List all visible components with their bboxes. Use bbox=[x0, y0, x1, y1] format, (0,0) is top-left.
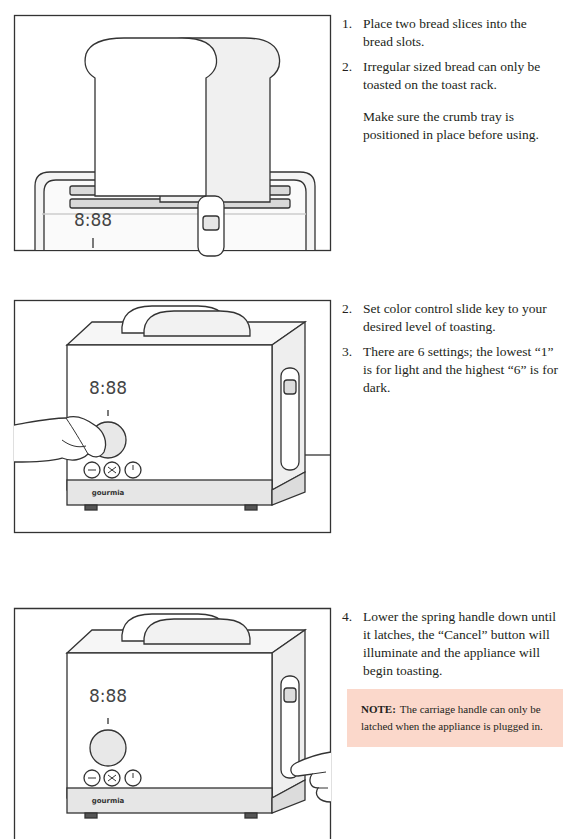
step-number: 3. bbox=[342, 343, 362, 361]
step-text: Irregular sized bread can only be toaste… bbox=[363, 58, 558, 94]
display-readout: 8:88 bbox=[78, 378, 138, 398]
hand-lines bbox=[62, 418, 88, 454]
panel-frame bbox=[15, 301, 331, 533]
step-number: 1. bbox=[342, 15, 362, 33]
step-text: There are 6 settings; the lowest “1” is … bbox=[363, 343, 558, 397]
display-readout: 8:88 bbox=[78, 686, 138, 706]
hand bbox=[14, 417, 106, 462]
step-number: 2. bbox=[342, 300, 362, 318]
step-text: Place two bread slices into the bread sl… bbox=[363, 15, 558, 51]
hand-lines bbox=[312, 772, 328, 788]
step-text: Set color control slide key to your desi… bbox=[363, 300, 558, 336]
note-heading: NOTE: bbox=[361, 703, 396, 715]
hand bbox=[291, 752, 331, 802]
note-box: NOTE:The carriage handle can only be lat… bbox=[347, 689, 563, 747]
brand-logo: gourmia bbox=[78, 489, 138, 498]
toaster-front-view bbox=[67, 614, 330, 818]
step-number: 4. bbox=[342, 608, 362, 626]
step-text: Lower the spring handle down until it la… bbox=[363, 608, 558, 680]
step-text: Make sure the crumb tray is positioned i… bbox=[363, 108, 558, 144]
toaster-front-view bbox=[67, 306, 330, 510]
display-readout: 8:88 bbox=[63, 210, 123, 230]
brand-logo: gourmia bbox=[78, 797, 138, 806]
panel-frame bbox=[15, 16, 331, 251]
panel-frame bbox=[15, 609, 331, 839]
toaster-top-view bbox=[35, 38, 315, 256]
step-number: 2. bbox=[342, 58, 362, 76]
